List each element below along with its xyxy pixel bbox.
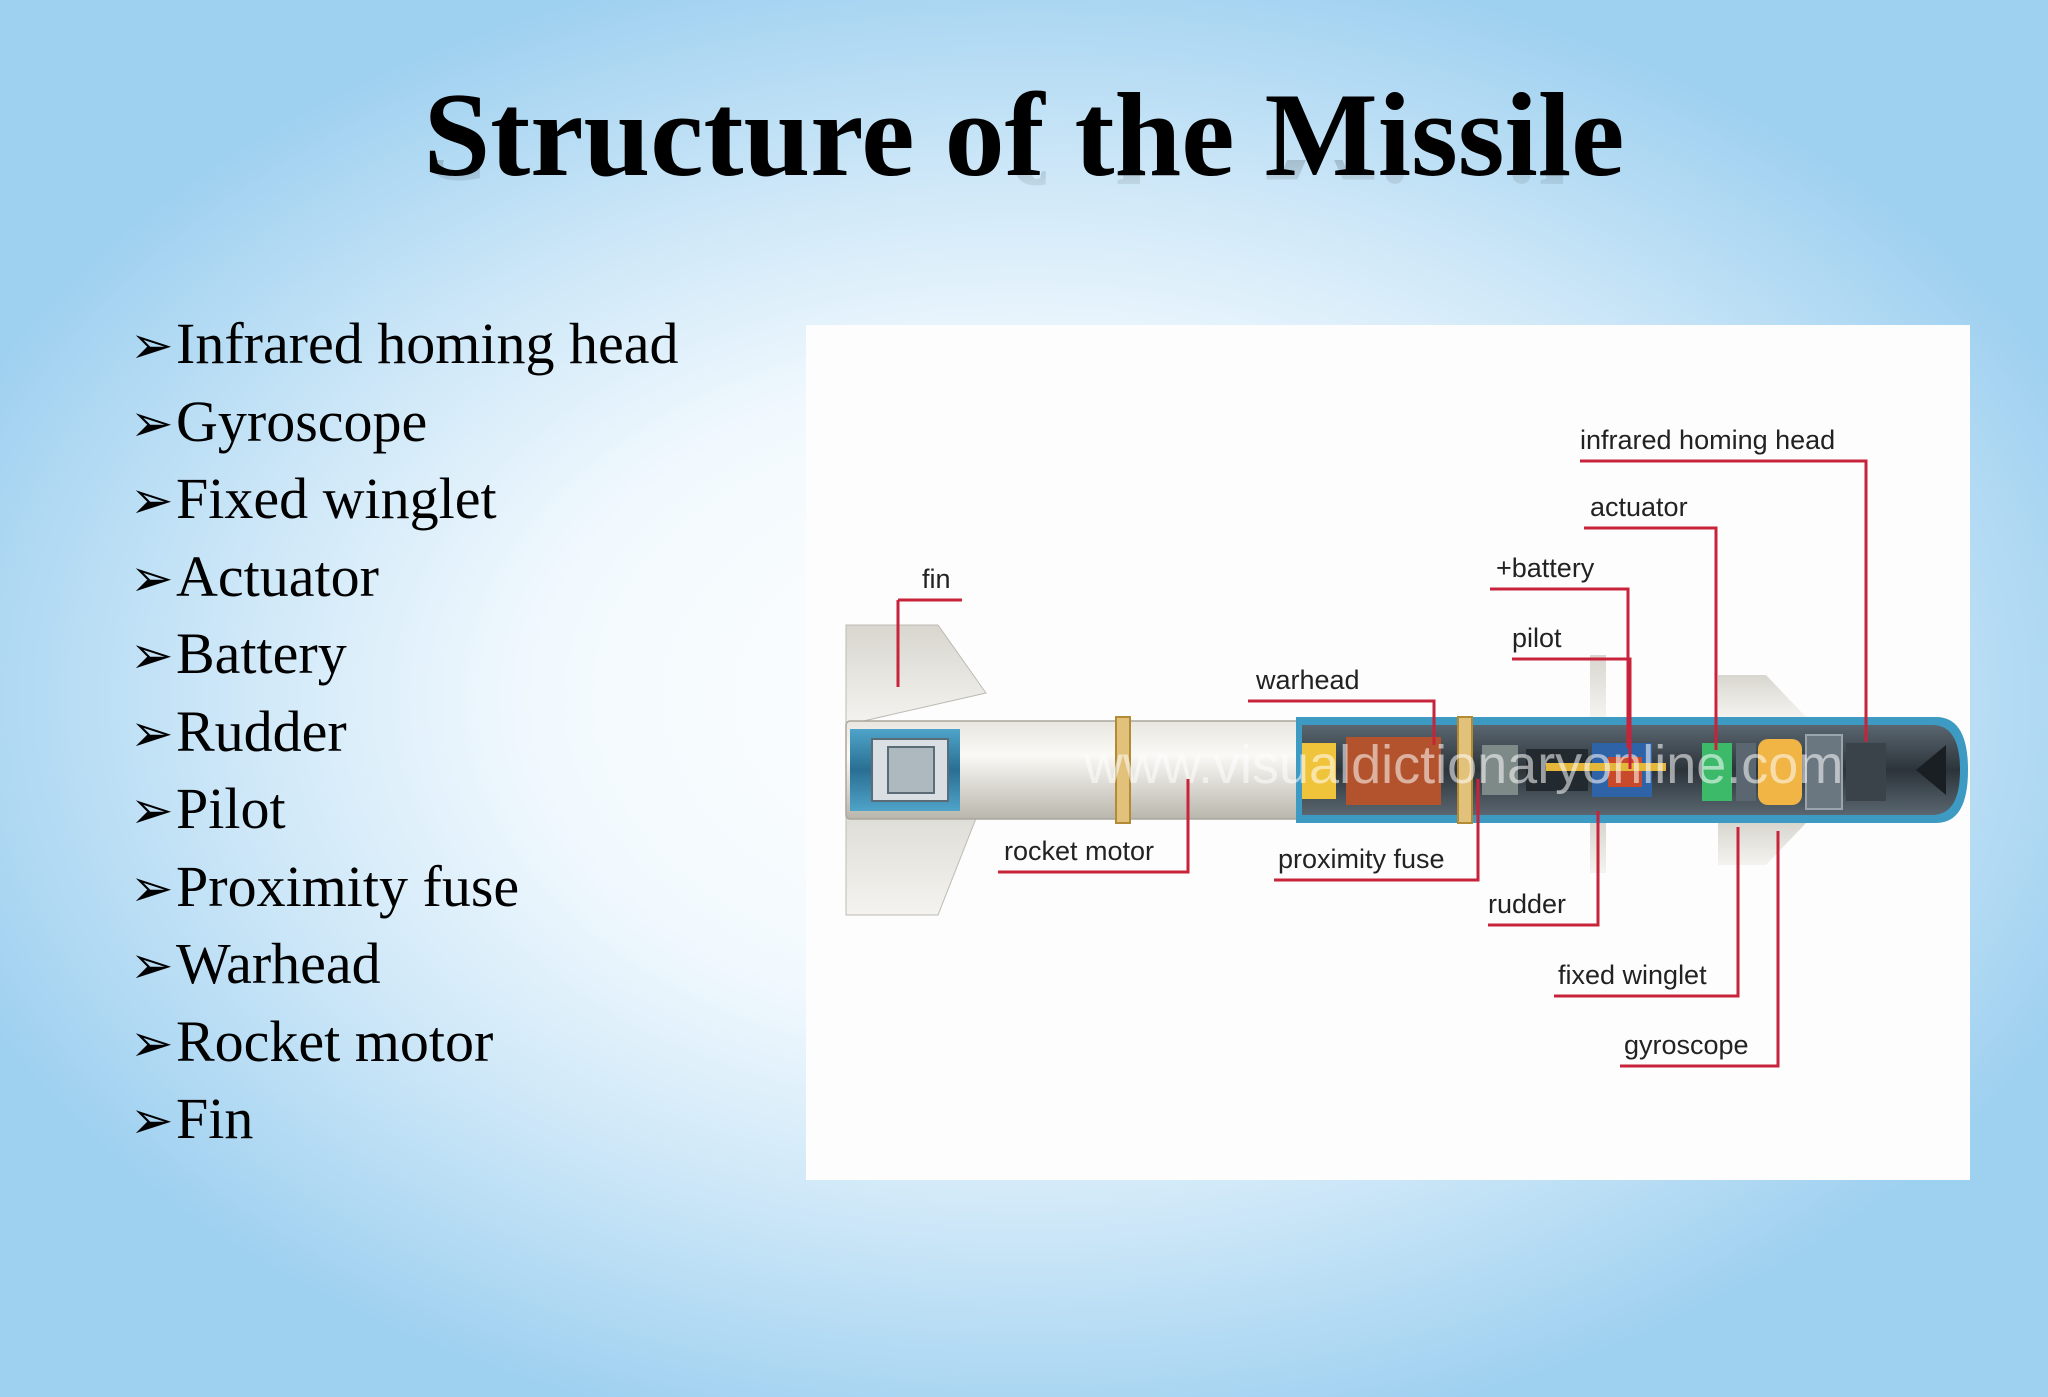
arrow-bullet-icon: ➢ <box>130 310 176 385</box>
label-battery: +battery <box>1496 553 1595 583</box>
label-pilot: pilot <box>1512 623 1562 653</box>
bullet-list: ➢Infrared homing head ➢Gyroscope ➢Fixed … <box>130 307 678 1160</box>
arrow-bullet-icon: ➢ <box>130 388 176 463</box>
list-item: ➢Actuator <box>130 540 678 618</box>
list-item: ➢Battery <box>130 617 678 695</box>
label-fin: fin <box>922 564 951 594</box>
label-rocket-motor: rocket motor <box>1004 836 1154 866</box>
label-gyroscope: gyroscope <box>1624 1030 1749 1060</box>
arrow-bullet-icon: ➢ <box>130 1085 176 1160</box>
arrow-bullet-icon: ➢ <box>130 930 176 1005</box>
arrow-bullet-icon: ➢ <box>130 698 176 773</box>
label-proximity-fuse: proximity fuse <box>1278 844 1445 874</box>
list-item: ➢Proximity fuse <box>130 850 678 928</box>
tail-fin-upper <box>846 625 986 725</box>
winglet-upper <box>1718 675 1806 717</box>
missile-illustration: www.visualdictionaryonline.com infrare <box>806 325 1970 1180</box>
list-item: ➢Rocket motor <box>130 1005 678 1083</box>
arrow-bullet-icon: ➢ <box>130 1008 176 1083</box>
label-actuator: actuator <box>1590 492 1688 522</box>
list-item: ➢Fixed winglet <box>130 462 678 540</box>
arrow-bullet-icon: ➢ <box>130 853 176 928</box>
label-warhead: warhead <box>1255 665 1360 695</box>
list-item: ➢Infrared homing head <box>130 307 678 385</box>
list-item: ➢Warhead <box>130 927 678 1005</box>
list-item: ➢Fin <box>130 1082 678 1160</box>
list-item: ➢Rudder <box>130 695 678 773</box>
arrow-bullet-icon: ➢ <box>130 465 176 540</box>
watermark-text: www.visualdictionaryonline.com <box>1083 735 1843 795</box>
title-reflection: Structure of the Missile <box>0 160 2048 206</box>
rudder-upper <box>1590 655 1606 717</box>
arrow-bullet-icon: ➢ <box>130 620 176 695</box>
arrow-bullet-icon: ➢ <box>130 775 176 850</box>
list-item: ➢Pilot <box>130 772 678 850</box>
list-item: ➢Gyroscope <box>130 385 678 463</box>
winglet-lower <box>1718 823 1806 865</box>
missile-diagram: www.visualdictionaryonline.com infrare <box>806 325 1970 1180</box>
label-rudder: rudder <box>1488 889 1566 919</box>
label-infrared-homing-head: infrared homing head <box>1580 425 1835 455</box>
title-block: Structure of the Missile Structure of th… <box>0 70 2048 206</box>
arrow-bullet-icon: ➢ <box>130 543 176 618</box>
label-fixed-winglet: fixed winglet <box>1558 960 1707 990</box>
